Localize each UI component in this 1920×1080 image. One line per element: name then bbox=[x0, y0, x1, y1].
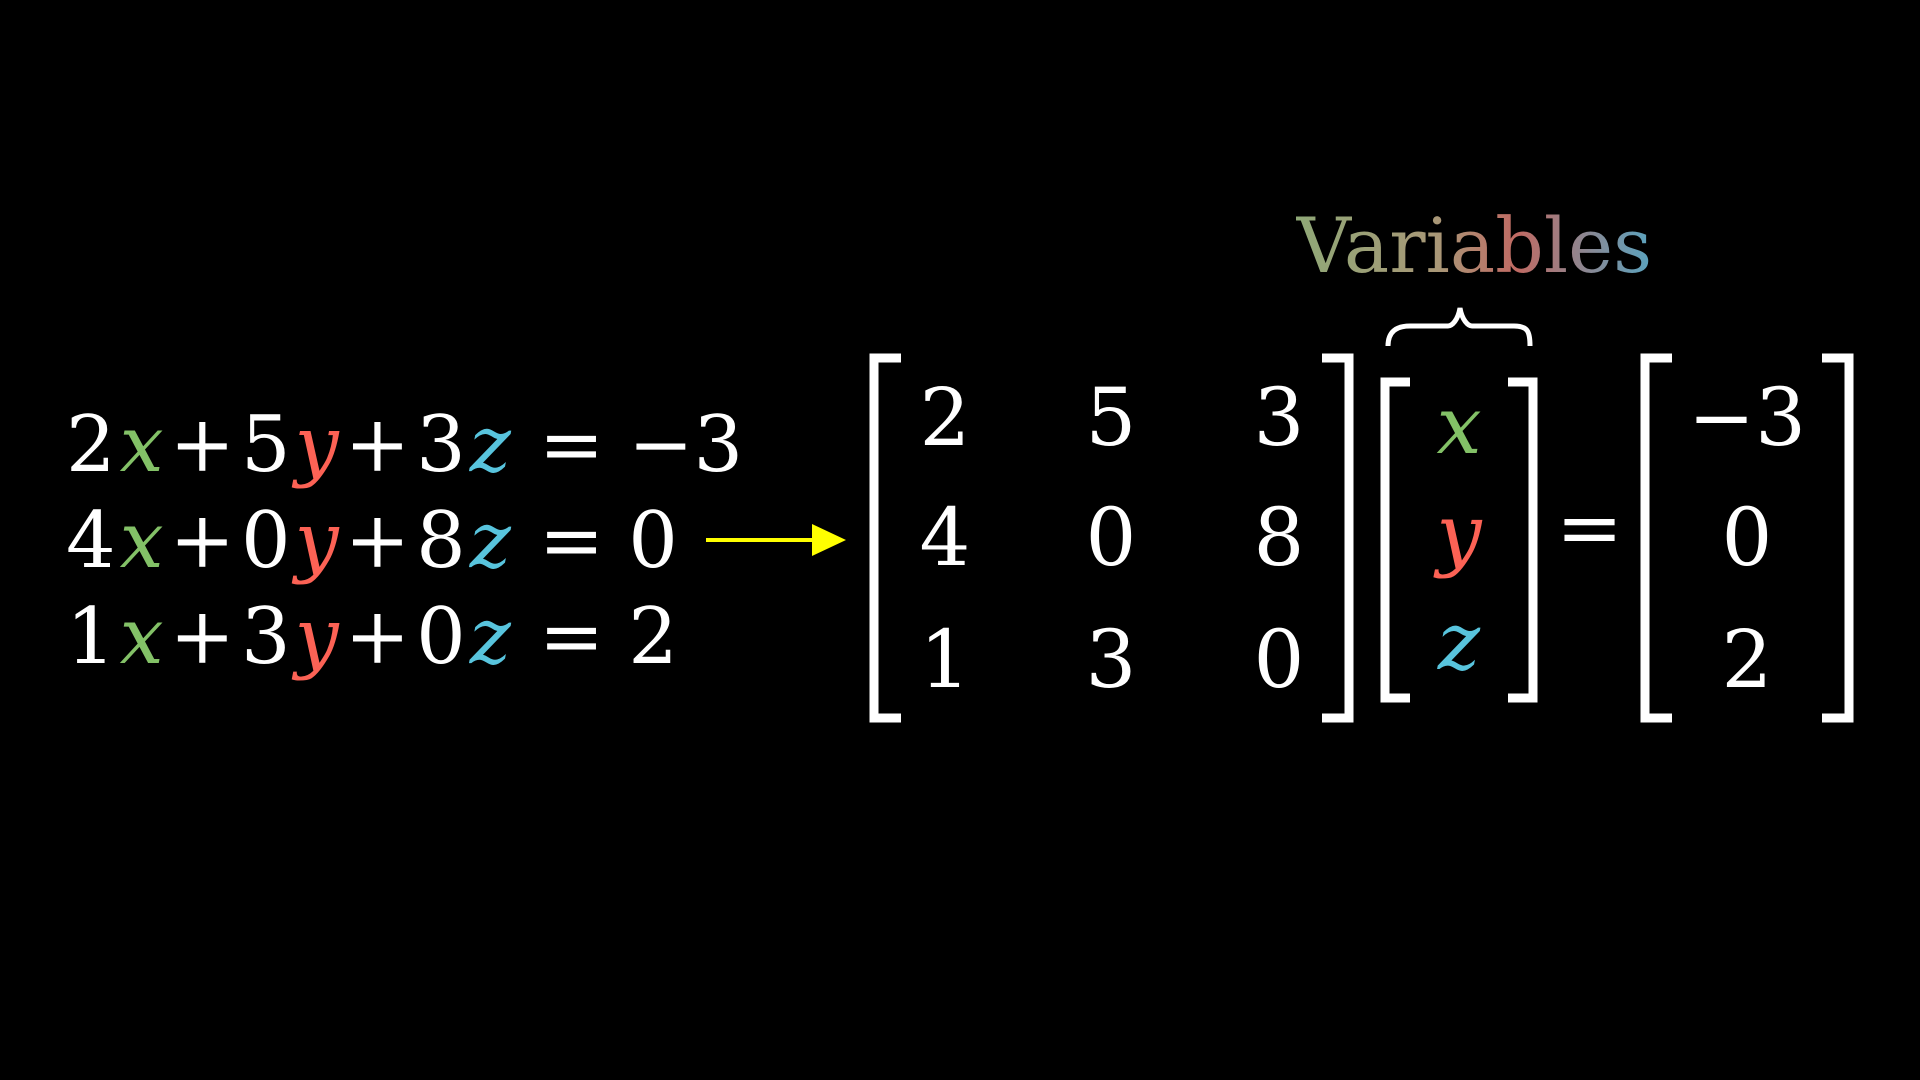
coefficient: 3 bbox=[416, 400, 466, 490]
equation-row-3: 1 x + 3 y + 0 z = 2 bbox=[66, 592, 678, 682]
matrix-cell: 1 bbox=[919, 613, 971, 706]
right-hand-side: 2 bbox=[628, 592, 678, 682]
result-cell: −3 bbox=[1688, 371, 1806, 464]
plus-sign: + bbox=[169, 592, 235, 682]
plus-sign: + bbox=[169, 400, 235, 490]
right-arrow-icon bbox=[706, 524, 846, 556]
variable-y: y bbox=[294, 496, 339, 586]
result-cell: 2 bbox=[1721, 613, 1773, 706]
matrix-cell: 2 bbox=[919, 371, 971, 464]
plus-sign: + bbox=[344, 592, 411, 682]
vector-variable-z: z bbox=[1437, 595, 1481, 688]
plus-sign: + bbox=[344, 400, 411, 490]
matrix-cell: 0 bbox=[1085, 491, 1137, 584]
equals-sign: = bbox=[538, 496, 605, 586]
plus-sign: + bbox=[169, 496, 235, 586]
plus-sign: + bbox=[344, 496, 411, 586]
variable-z: z bbox=[469, 592, 511, 682]
result-cell: 0 bbox=[1721, 491, 1773, 584]
equation-row-1: 2 x + 5 y + 3 z = −3 bbox=[66, 400, 743, 490]
vector-variable-y: y bbox=[1436, 487, 1482, 580]
coefficient: 1 bbox=[66, 592, 116, 682]
matrix-cell: 3 bbox=[1085, 613, 1137, 706]
variable-x: x bbox=[119, 592, 164, 682]
matrix-cell: 0 bbox=[1253, 613, 1305, 706]
matrix-cell: 8 bbox=[1253, 491, 1305, 584]
equals-sign: = bbox=[538, 400, 605, 490]
equals-sign: = bbox=[538, 592, 605, 682]
coefficient: 3 bbox=[241, 592, 291, 682]
matrix-cell: 4 bbox=[919, 491, 971, 584]
matrix-cell: 5 bbox=[1085, 371, 1137, 464]
coefficient: 8 bbox=[416, 496, 466, 586]
variable-z: z bbox=[469, 400, 511, 490]
vector-variable-x: x bbox=[1436, 379, 1482, 472]
variable-x: x bbox=[119, 400, 164, 490]
matrix-cell: 3 bbox=[1253, 371, 1305, 464]
coefficient: 2 bbox=[66, 400, 116, 490]
coefficient: 0 bbox=[241, 496, 291, 586]
curly-brace bbox=[1385, 307, 1533, 347]
variable-y: y bbox=[294, 400, 339, 490]
matrix-equals-sign: = bbox=[1556, 481, 1624, 574]
right-hand-side: 0 bbox=[628, 496, 678, 586]
variable-x: x bbox=[119, 496, 164, 586]
variable-z: z bbox=[469, 496, 511, 586]
variable-y: y bbox=[294, 592, 339, 682]
equation-system: 2 x + 5 y + 3 z = −3 4 x + 0 y + 8 z = 0… bbox=[66, 400, 743, 682]
equation-row-2: 4 x + 0 y + 8 z = 0 bbox=[66, 496, 678, 586]
coefficient: 4 bbox=[66, 496, 116, 586]
coefficient: 0 bbox=[416, 592, 466, 682]
right-hand-side: −3 bbox=[628, 400, 744, 490]
variables-label: Variables bbox=[1296, 201, 1653, 290]
coefficient: 5 bbox=[241, 400, 291, 490]
